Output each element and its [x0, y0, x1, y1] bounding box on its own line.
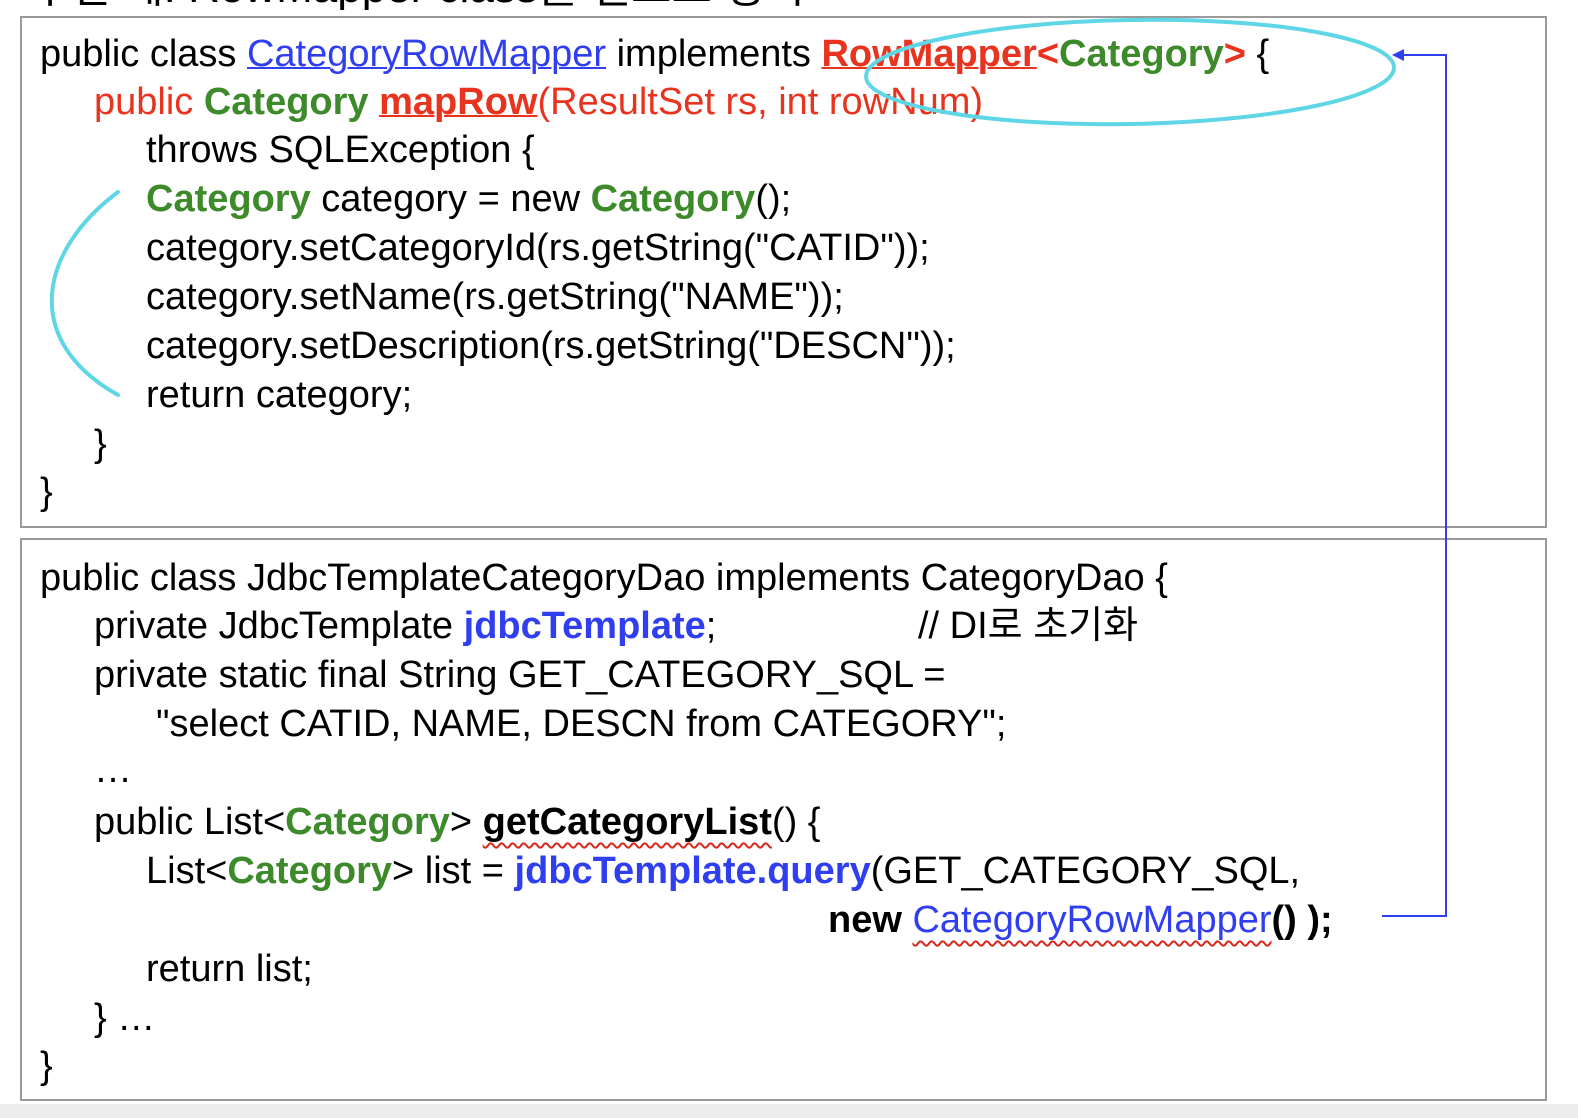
- code-token: List<: [146, 850, 228, 892]
- code-comment: // DI로 초기화: [918, 605, 1139, 647]
- call-jdbc-template-query: jdbcTemplate.query: [514, 850, 871, 892]
- type-category: Category: [1059, 33, 1224, 75]
- code-line: return category;: [146, 374, 413, 416]
- field-jdbc-template: jdbcTemplate: [463, 605, 706, 647]
- code-line: }: [94, 423, 107, 465]
- type-category: Category: [590, 178, 756, 220]
- code-line: private static final String GET_CATEGORY…: [94, 654, 946, 696]
- code-token: () );: [1271, 899, 1333, 941]
- new-category-row-mapper: CategoryRowMapper: [912, 899, 1272, 941]
- code-line: public class JdbcTemplateCategoryDao imp…: [40, 557, 1168, 599]
- bottom-strip: [0, 1104, 1578, 1118]
- slide-title: 구현 예: RowMapper class를 별도로 정의: [30, 0, 805, 10]
- code-line: private JdbcTemplate jdbcTemplate;: [94, 604, 716, 648]
- code-line: category.setName(rs.getString("NAME"));: [146, 276, 844, 318]
- code-line: public class CategoryRowMapper implement…: [40, 32, 1269, 76]
- code-token: category = new: [310, 178, 591, 220]
- code-line: public Category mapRow(ResultSet rs, int…: [94, 80, 983, 124]
- code-box-dao: public class JdbcTemplateCategoryDao imp…: [20, 538, 1547, 1101]
- code-token: {: [1245, 33, 1270, 75]
- code-token: public: [94, 81, 204, 123]
- code-box-row-mapper: public class CategoryRowMapper implement…: [20, 16, 1547, 528]
- code-line: }: [40, 1045, 53, 1087]
- code-line: Category category = new Category();: [146, 177, 791, 221]
- code-token: (GET_CATEGORY_SQL,: [870, 850, 1301, 892]
- code-line: category.setDescription(rs.getString("DE…: [146, 325, 956, 367]
- method-get-category-list: getCategoryList: [482, 801, 772, 843]
- code-token: > list =: [392, 850, 515, 892]
- code-line: throws SQLException {: [146, 129, 535, 171]
- code-line: category.setCategoryId(rs.getString("CAT…: [146, 227, 930, 269]
- code-token: public List<: [94, 801, 286, 843]
- type-category: Category: [203, 81, 369, 123]
- code-token: () {: [771, 801, 821, 843]
- code-line: }: [40, 471, 53, 513]
- code-token: implements: [606, 33, 822, 75]
- code-line: public List<Category> getCategoryList() …: [94, 800, 820, 844]
- code-line: return list;: [146, 948, 313, 990]
- code-token: private JdbcTemplate: [94, 605, 464, 647]
- code-line: new CategoryRowMapper() );: [828, 898, 1333, 942]
- class-name-row-mapper: CategoryRowMapper: [246, 33, 607, 75]
- code-token: <: [1036, 33, 1060, 75]
- code-line: List<Category> list = jdbcTemplate.query…: [146, 849, 1300, 893]
- code-token: public class: [40, 33, 247, 75]
- code-line: …: [94, 749, 132, 791]
- code-line: "select CATID, NAME, DESCN from CATEGORY…: [156, 703, 1007, 745]
- code-line: } …: [94, 997, 156, 1039]
- code-token: new: [828, 899, 913, 941]
- code-token: ;: [705, 605, 717, 647]
- code-token: [369, 81, 380, 123]
- type-category: Category: [146, 178, 311, 220]
- code-token: ();: [755, 178, 792, 220]
- method-map-row: mapRow: [379, 81, 538, 123]
- code-token: >: [449, 801, 483, 843]
- type-category: Category: [227, 850, 393, 892]
- code-token: >: [1223, 33, 1246, 75]
- type-category: Category: [285, 801, 450, 843]
- code-token: (ResultSet rs, int rowNum): [537, 81, 984, 123]
- interface-row-mapper: RowMapper: [821, 33, 1037, 75]
